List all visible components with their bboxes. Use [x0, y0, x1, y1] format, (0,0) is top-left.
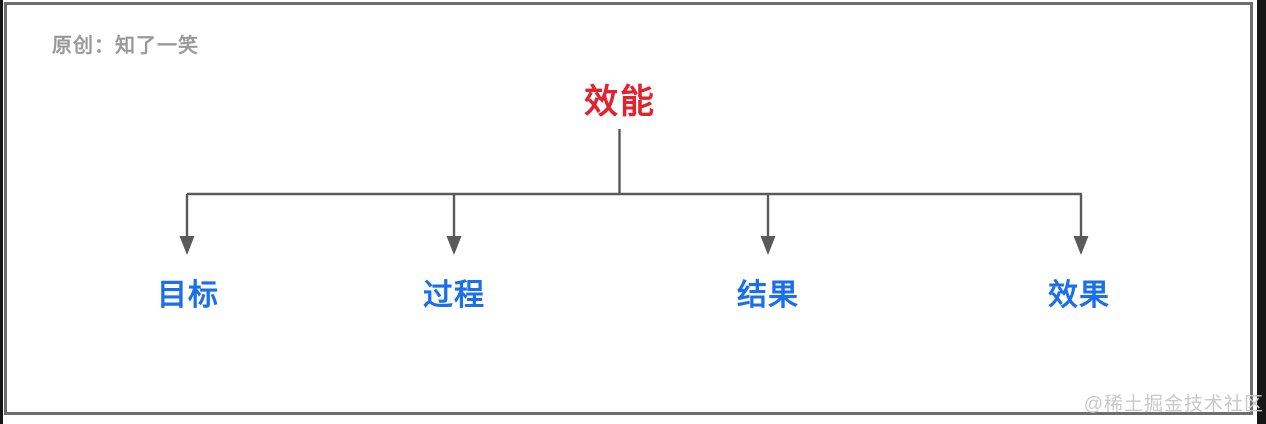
tree-root-label: 效能: [584, 83, 656, 121]
arrowhead-group: [179, 236, 1089, 255]
screen-edge-right: [1257, 0, 1266, 424]
tree-child-label-3: 结果: [737, 279, 799, 312]
tree-child-label-1: 目标: [157, 279, 219, 312]
arrowhead-icon: [760, 236, 776, 255]
tree-child-label-2: 过程: [423, 279, 485, 312]
site-watermark: @稀土掘金技术社区: [1083, 394, 1264, 415]
connector-group: [185, 129, 1083, 239]
screen-edge-left: [0, 0, 3, 424]
attribution-text: 原创：知了一笑: [52, 35, 199, 57]
arrowhead-icon: [1073, 236, 1089, 255]
tree-child-label-4: 效果: [1048, 279, 1110, 312]
arrowhead-icon: [179, 236, 195, 255]
arrowhead-icon: [446, 236, 462, 255]
